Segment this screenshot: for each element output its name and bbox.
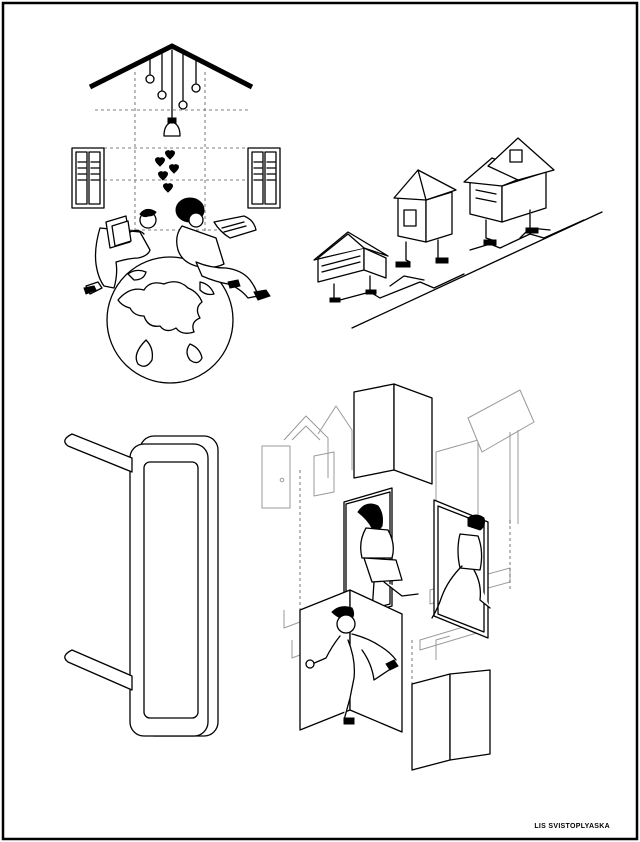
reader-man	[84, 209, 156, 294]
big-house	[464, 138, 554, 245]
door-frame-illustration	[65, 434, 218, 736]
poster-border	[3, 3, 637, 839]
bottom-folding-door	[412, 670, 490, 770]
hanging-bulbs	[146, 50, 200, 136]
reader-woman	[176, 198, 270, 300]
left-window	[72, 148, 104, 208]
artist-credit: LIS SVISTOPLYASKA	[534, 823, 610, 830]
floating-hearts	[156, 151, 179, 192]
top-floating-door	[354, 384, 432, 484]
roof-outline	[90, 46, 252, 87]
small-house	[314, 232, 388, 302]
door-bottom-rod	[65, 650, 132, 690]
door-boy	[300, 590, 402, 732]
door-top-rod	[65, 434, 132, 472]
middle-house	[394, 170, 456, 267]
globe	[107, 257, 233, 383]
couple-on-globe-illustration	[72, 46, 280, 383]
walking-houses-illustration	[314, 138, 602, 328]
door-man-running	[432, 500, 490, 638]
doorways-illustration	[262, 384, 534, 770]
right-window	[248, 148, 280, 208]
door-woman	[344, 488, 418, 620]
door-panel	[144, 462, 198, 718]
